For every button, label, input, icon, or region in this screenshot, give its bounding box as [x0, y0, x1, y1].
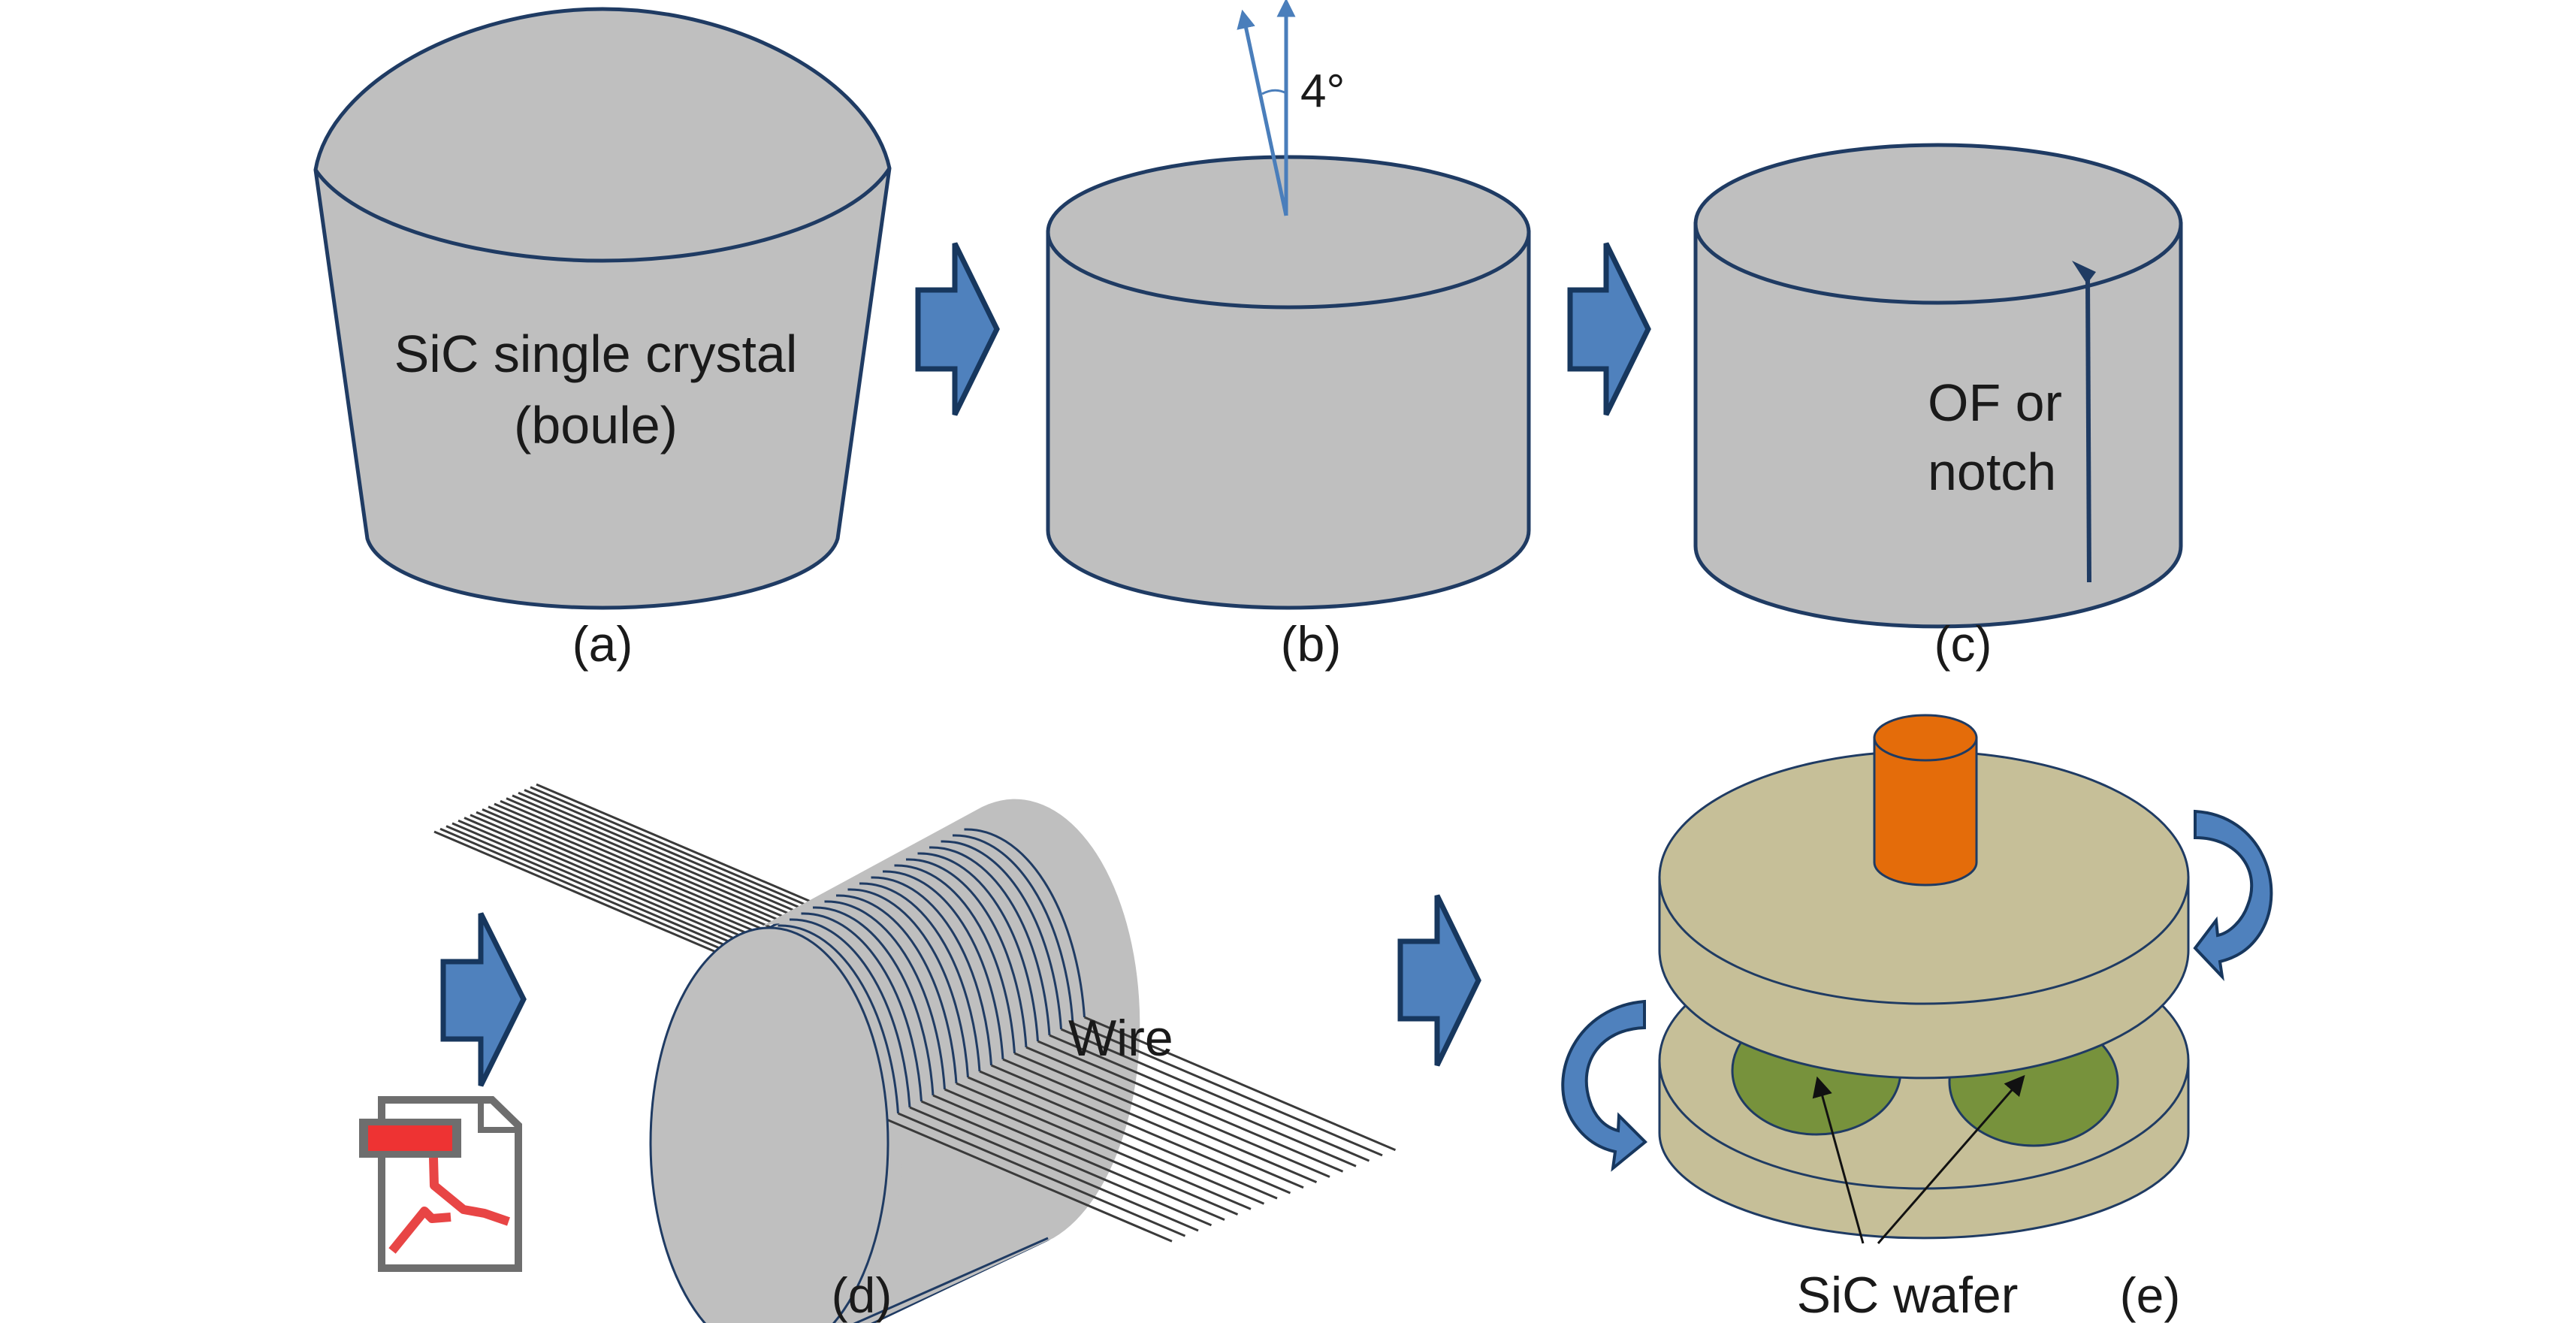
- slice-edge: [835, 894, 958, 1084]
- slice-edge: [789, 918, 911, 1108]
- cylinder-c-top: [1693, 143, 2183, 305]
- panel-label-e: (e): [2120, 1267, 2181, 1323]
- wire-line: [1049, 1034, 1357, 1167]
- slice-edge: [941, 840, 1062, 1030]
- wire-line: [1037, 1040, 1344, 1173]
- slice-edge: [964, 828, 1086, 1018]
- cylinder-b-body: [1046, 230, 1531, 610]
- slice-edge: [778, 924, 899, 1114]
- wafer-pointer-left: [1812, 1076, 1865, 1244]
- panel-label-b: (b): [1281, 616, 1342, 672]
- wire-label: Wire: [1068, 1010, 1173, 1067]
- panel-a: SiC single crystal (boule) (a): [313, 7, 892, 672]
- boule-body: [313, 7, 892, 610]
- panel-label-a: (a): [572, 616, 633, 672]
- block-arrow-right-icon: [1567, 242, 1651, 416]
- panel-d: Wire (d): [433, 783, 1397, 1323]
- orientation-flat-line: [2085, 276, 2091, 583]
- block-arrow-right-icon: [440, 912, 527, 1087]
- slice-edge: [859, 882, 981, 1072]
- wafer-label: SiC wafer: [1797, 1267, 2019, 1323]
- angle-arc: [1261, 89, 1287, 95]
- panel-b: 4° (b): [1046, 0, 1531, 672]
- wire-line: [909, 1106, 1199, 1232]
- wire-line: [1025, 1046, 1330, 1178]
- slice-edge: [812, 906, 935, 1096]
- slice-edge: [894, 864, 1016, 1054]
- spindle-top: [1873, 714, 1978, 762]
- notch-marker-icon: [2072, 261, 2096, 284]
- spindle-body: [1873, 736, 1978, 887]
- boule-top-rim: [313, 167, 892, 263]
- wire-line: [886, 1118, 1173, 1243]
- boule-label-line2: (boule): [514, 396, 678, 455]
- wire-line: [944, 1088, 1239, 1216]
- slice-edge: [882, 870, 1004, 1060]
- wire-line: [979, 1070, 1278, 1200]
- wire-line: [956, 1082, 1252, 1210]
- wire-line: [897, 1112, 1186, 1237]
- wire-line: [932, 1094, 1225, 1222]
- cylinder-c-body: [1693, 222, 2183, 629]
- wire-line: [1002, 1058, 1304, 1189]
- ingot-d-bottom-edge: [853, 1237, 1049, 1323]
- wire-line: [1072, 1022, 1383, 1157]
- panel-label-d: (d): [832, 1267, 892, 1323]
- block-arrow-right-icon: [1397, 894, 1481, 1067]
- wire-line: [1013, 1052, 1318, 1184]
- pdf-file-icon[interactable]: [358, 1095, 522, 1272]
- slice-edge: [905, 858, 1028, 1048]
- cylinder-b-top: [1046, 155, 1531, 310]
- angle-label: 4°: [1300, 65, 1345, 117]
- block-arrow-right-icon: [915, 242, 1000, 416]
- off-axis-arrow: [1237, 9, 1288, 216]
- rotation-arrow-left-icon: [1561, 999, 1647, 1172]
- ingot-d-side: [759, 799, 1140, 1323]
- wires-front: [886, 1016, 1397, 1243]
- wire-line: [967, 1076, 1265, 1205]
- slice-edge: [801, 912, 923, 1102]
- wire-line: [990, 1064, 1291, 1195]
- slice-edge: [929, 846, 1051, 1036]
- rotation-arrow-right-icon: [2193, 809, 2273, 981]
- panel-c: OF or notch (c): [1693, 143, 2183, 672]
- boule-label-line1: SiC single crystal: [394, 325, 798, 383]
- wire-line: [920, 1100, 1213, 1227]
- wafer-pointer-right: [1877, 1074, 2025, 1244]
- panel-label-c: (c): [1934, 616, 1992, 672]
- slice-edge: [847, 888, 969, 1078]
- ingot-d-front-face: [649, 926, 889, 1323]
- slice-edge: [917, 852, 1039, 1042]
- slice-edge: [952, 834, 1074, 1024]
- panel-e: SiC wafer (e): [1561, 714, 2273, 1323]
- slice-edge: [871, 876, 992, 1066]
- notch-label-line2: notch: [1928, 443, 2056, 501]
- notch-label-line1: OF or: [1928, 373, 2062, 432]
- wire-line: [1083, 1016, 1397, 1152]
- wire-line: [1060, 1028, 1370, 1162]
- slice-edge: [824, 900, 946, 1090]
